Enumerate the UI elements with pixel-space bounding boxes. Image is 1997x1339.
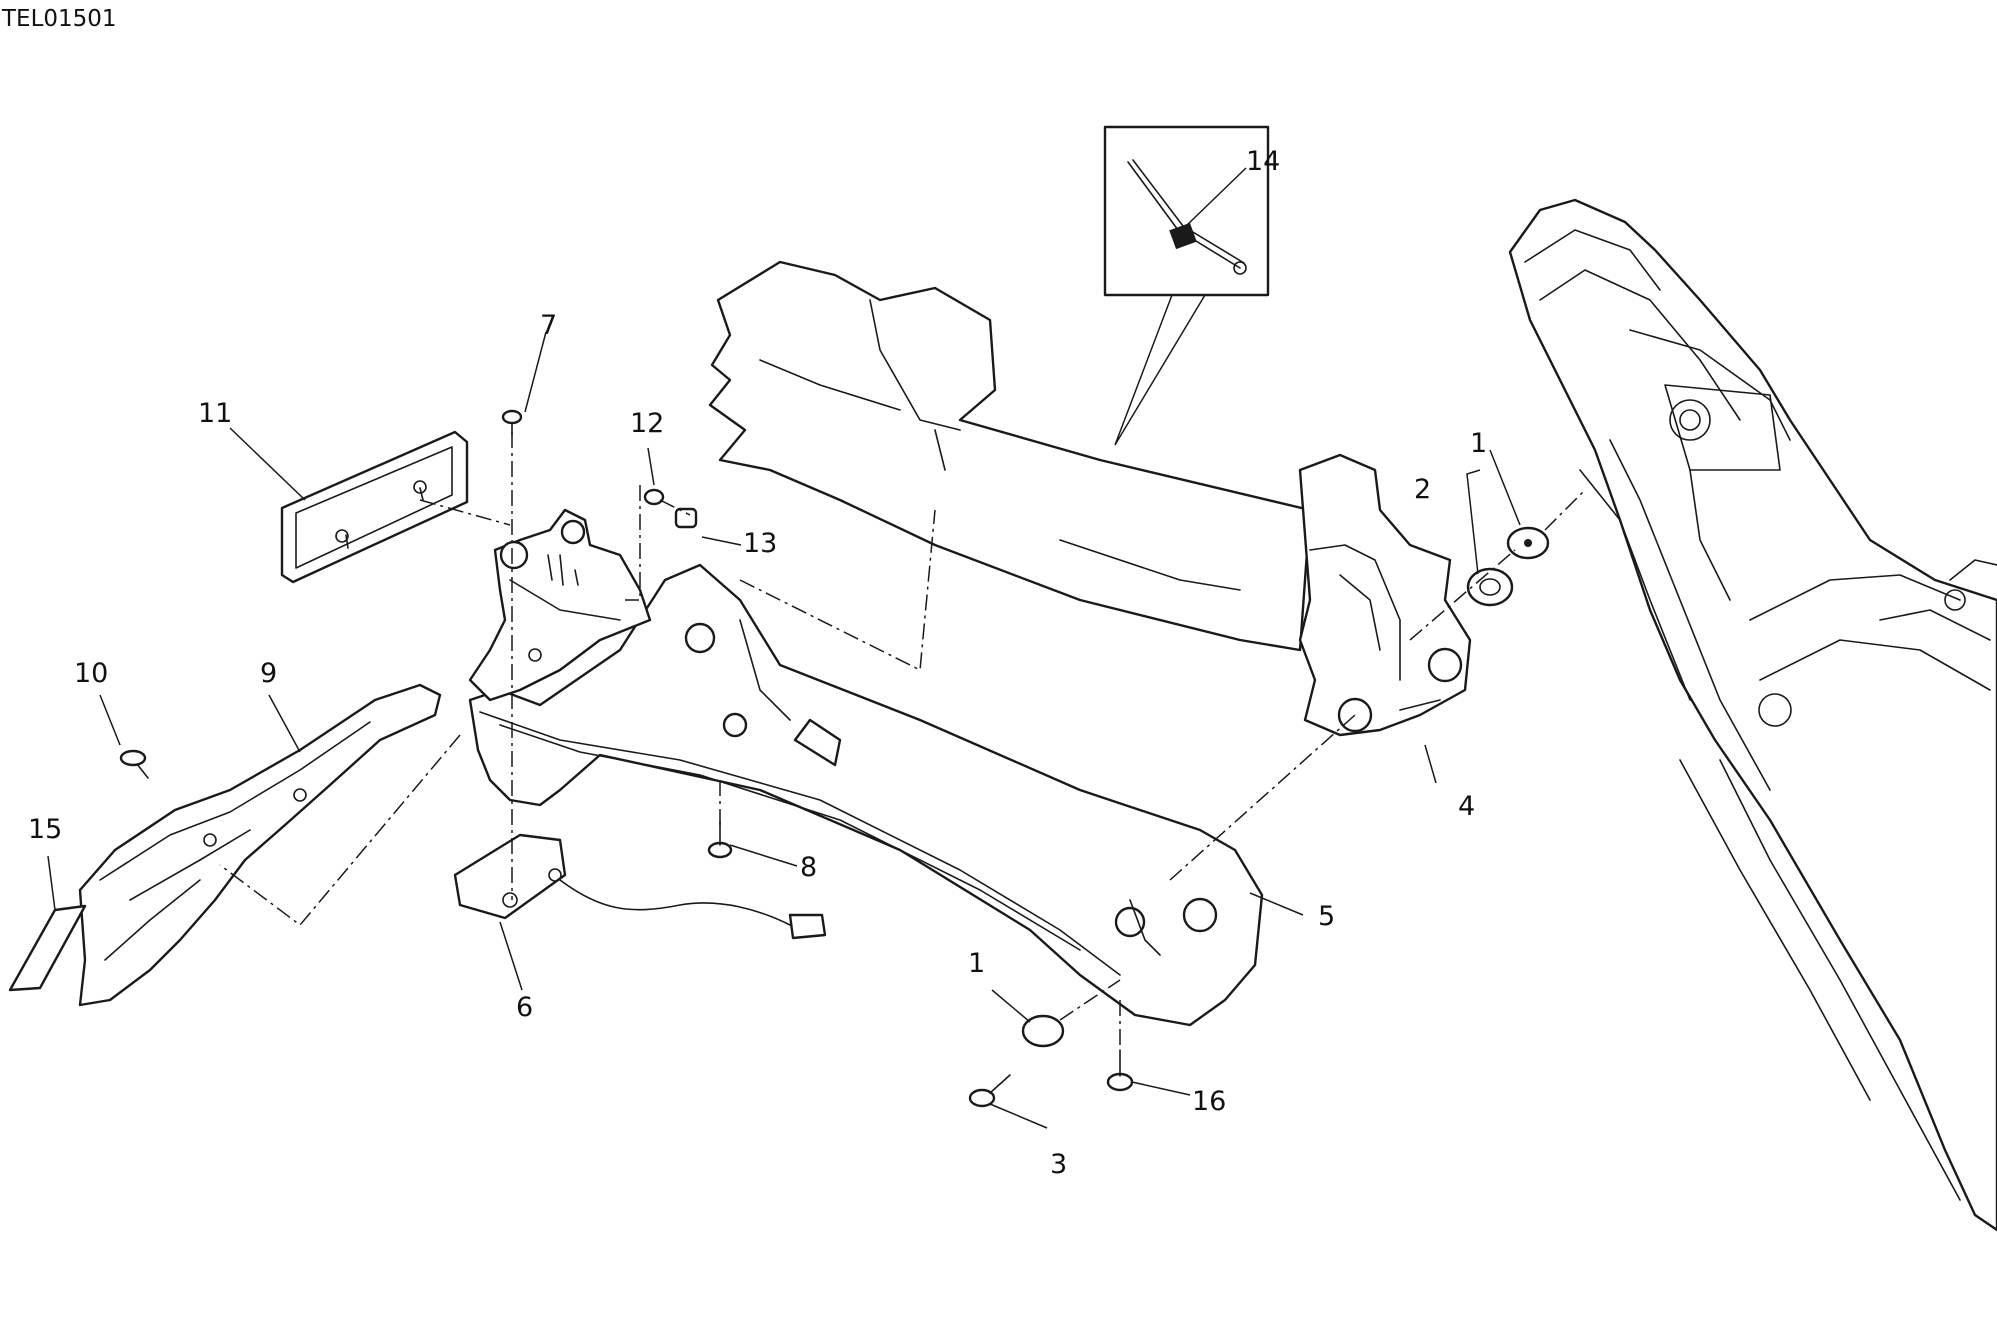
callout-4: 4 bbox=[1458, 791, 1475, 822]
license-plate-holder bbox=[78, 683, 442, 1007]
callout-6: 6 bbox=[516, 992, 533, 1023]
callout-11: 11 bbox=[198, 398, 232, 429]
license-light bbox=[453, 833, 827, 940]
callout-12: 12 bbox=[630, 408, 664, 439]
diagram-reference-code: TEL01501 bbox=[1, 6, 117, 32]
callout-14: 14 bbox=[1246, 146, 1280, 177]
callout-3: 3 bbox=[1050, 1149, 1067, 1180]
callout-15: 15 bbox=[28, 814, 62, 845]
callout-leaders bbox=[47, 167, 1521, 1129]
callout-9: 9 bbox=[260, 658, 277, 689]
rear-frame bbox=[1508, 198, 1997, 1232]
reflector bbox=[280, 430, 469, 584]
callout-10: 10 bbox=[74, 658, 108, 689]
callout-1-bottom: 1 bbox=[968, 948, 985, 979]
subframe-tail-body bbox=[468, 563, 1264, 1027]
callout-numbers: 7 11 12 13 14 1 2 4 5 8 9 10 15 6 1 3 16 bbox=[28, 146, 1487, 1180]
callout-13: 13 bbox=[743, 528, 777, 559]
callout-16: 16 bbox=[1192, 1086, 1226, 1117]
adhesive-pad bbox=[8, 904, 87, 992]
callout-8: 8 bbox=[800, 852, 817, 883]
callout-1-top: 1 bbox=[1470, 428, 1487, 459]
assembly-lines bbox=[219, 432, 1586, 1050]
tail-cover-upper bbox=[708, 260, 1312, 652]
rear-bracket bbox=[1298, 453, 1472, 737]
callout-2: 2 bbox=[1414, 474, 1431, 505]
plate-holder-bracket bbox=[468, 508, 652, 702]
callout-7: 7 bbox=[540, 310, 557, 341]
fasteners bbox=[119, 409, 1550, 1108]
callout-5: 5 bbox=[1318, 901, 1335, 932]
cable-tie-inset bbox=[1103, 125, 1270, 446]
